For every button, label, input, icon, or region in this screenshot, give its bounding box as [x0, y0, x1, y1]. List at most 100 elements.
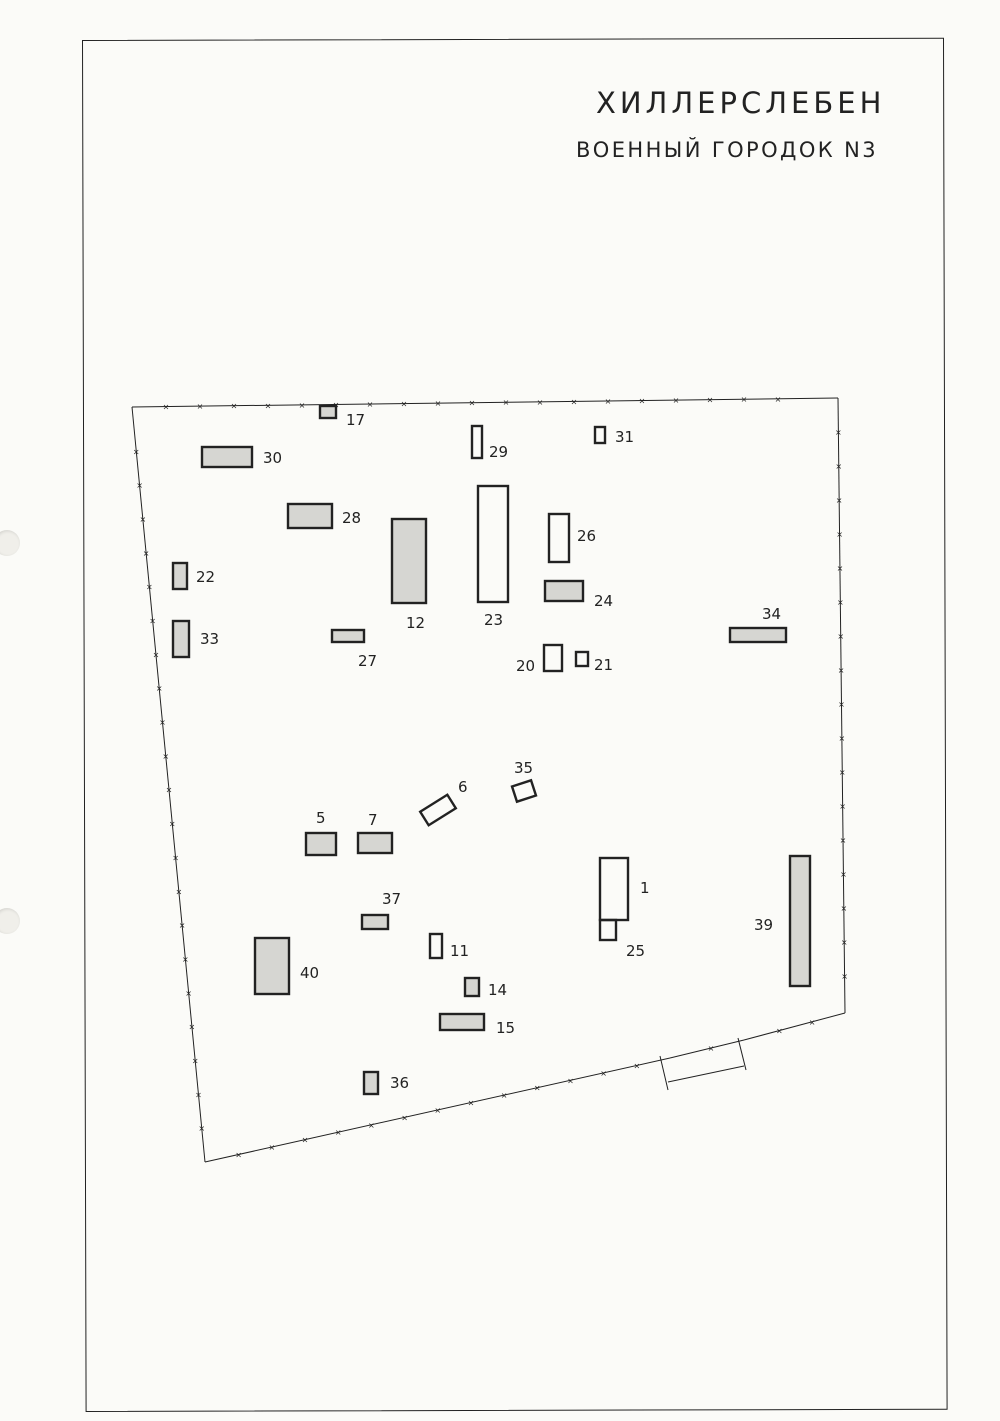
- fence-marker: ×: [600, 1069, 607, 1078]
- fence-marker: ×: [840, 836, 847, 845]
- building-label: 22: [196, 568, 215, 586]
- building-outline: [463, 976, 481, 998]
- fence-segment: [837, 397, 846, 1014]
- fence-marker: ×: [776, 1027, 783, 1036]
- building-outline: [360, 913, 390, 931]
- fence-marker: ×: [335, 1128, 342, 1137]
- building-outline: [574, 650, 590, 668]
- gate-line: [659, 1055, 669, 1091]
- building-label: 20: [516, 657, 535, 675]
- fence-marker: ×: [605, 397, 612, 406]
- building-1: 1: [598, 856, 650, 922]
- fence-marker: ×: [197, 402, 204, 411]
- building-outline: [330, 628, 366, 644]
- building-label: 28: [342, 509, 361, 527]
- fence-marker: ×: [299, 401, 306, 410]
- building-outline: [788, 854, 812, 988]
- gate-line: [737, 1037, 747, 1071]
- building-outline: [428, 932, 444, 960]
- building-11: 11: [428, 932, 469, 960]
- fence-marker: ×: [146, 583, 153, 592]
- building-outline: [598, 918, 618, 942]
- fence-marker: ×: [809, 1018, 816, 1027]
- building-label: 29: [489, 443, 508, 461]
- fence-marker: ×: [182, 955, 189, 964]
- fence-marker: ×: [195, 1090, 202, 1099]
- fence-marker: ×: [136, 481, 143, 490]
- fence-marker: ×: [707, 396, 714, 405]
- fence-marker: ×: [235, 1150, 242, 1159]
- building-35: 35: [510, 759, 538, 804]
- map-subtitle: ВОЕННЫЙ ГОРОДОК N3: [576, 138, 879, 162]
- fence-segment: [743, 1012, 846, 1041]
- building-12: 12: [390, 517, 428, 632]
- building-label: 5: [316, 809, 326, 827]
- building-outline: [476, 484, 510, 604]
- building-label: 31: [615, 428, 634, 446]
- building-30: 30: [200, 445, 282, 469]
- fence-marker: ×: [185, 989, 192, 998]
- fence-marker: ×: [841, 938, 848, 947]
- building-23: 23: [476, 484, 510, 629]
- fence-marker: ×: [835, 428, 842, 437]
- fence-marker: ×: [708, 1044, 715, 1053]
- fence-marker: ×: [143, 549, 150, 558]
- building-39: 39: [754, 854, 812, 988]
- building-label: 33: [200, 630, 219, 648]
- building-label: 6: [458, 778, 468, 796]
- fence-marker: ×: [841, 972, 848, 981]
- fence-marker: ×: [367, 400, 374, 409]
- fence-marker: ×: [268, 1143, 275, 1152]
- building-28: 28: [286, 502, 361, 530]
- fence-marker: ×: [839, 768, 846, 777]
- fence-marker: ×: [172, 853, 179, 862]
- building-label: 35: [514, 759, 533, 777]
- building-outline: [543, 579, 585, 603]
- fence-marker: ×: [159, 718, 166, 727]
- building-label: 40: [300, 964, 319, 982]
- building-25: 25: [598, 918, 645, 960]
- fence-marker: ×: [639, 396, 646, 405]
- building-label: 36: [390, 1074, 409, 1092]
- fence-marker: ×: [139, 515, 146, 524]
- map-title: ХИЛЛЕРСЛЕБЕН: [596, 86, 886, 120]
- building-36: 36: [362, 1070, 409, 1096]
- building-29: 29: [470, 424, 508, 461]
- fence-segment: [131, 397, 839, 408]
- fence-marker: ×: [571, 397, 578, 406]
- building-label: 27: [358, 652, 377, 670]
- fence-marker: ×: [179, 921, 186, 930]
- fence-segment: [131, 406, 206, 1163]
- building-outline: [438, 1012, 486, 1032]
- fence-marker: ×: [189, 1023, 196, 1032]
- building-label: 37: [382, 890, 401, 908]
- building-label: 34: [762, 605, 781, 623]
- building-label: 21: [594, 656, 613, 674]
- building-outline: [286, 502, 334, 530]
- building-24: 24: [543, 579, 613, 610]
- building-outline: [510, 778, 538, 804]
- building-label: 1: [640, 879, 650, 897]
- fence-marker: ×: [401, 1113, 408, 1122]
- fence-marker: ×: [633, 1061, 640, 1070]
- fence-marker: ×: [840, 870, 847, 879]
- building-17: 17: [318, 404, 365, 429]
- fence-marker: ×: [836, 496, 843, 505]
- fence-marker: ×: [175, 887, 182, 896]
- building-label: 24: [594, 592, 613, 610]
- fence-marker: ×: [839, 802, 846, 811]
- fence-marker: ×: [153, 650, 160, 659]
- building-21: 21: [574, 650, 613, 674]
- fence-marker: ×: [302, 1136, 309, 1145]
- fence-marker: ×: [435, 399, 442, 408]
- fence-marker: ×: [835, 462, 842, 471]
- building-31: 31: [593, 425, 634, 446]
- building-20: 20: [516, 643, 564, 675]
- fence-marker: ×: [469, 399, 476, 408]
- building-40: 40: [253, 936, 319, 996]
- fence-marker: ×: [198, 1124, 205, 1133]
- building-15: 15: [438, 1012, 515, 1037]
- building-label: 7: [368, 811, 378, 829]
